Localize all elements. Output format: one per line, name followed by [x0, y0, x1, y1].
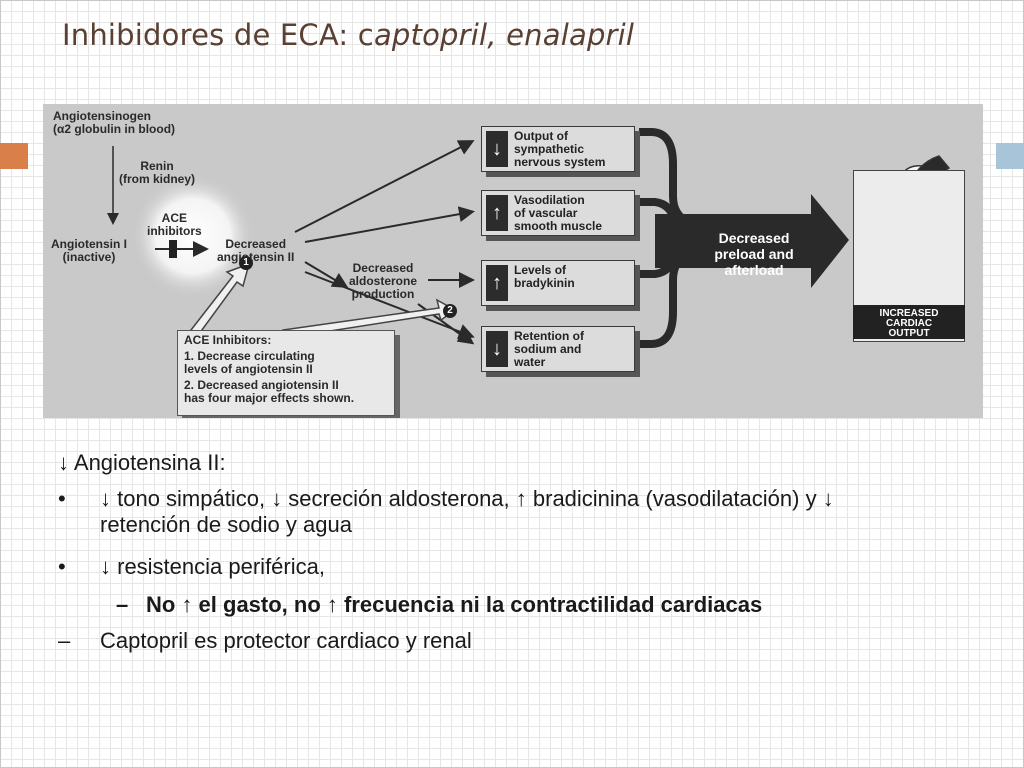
angiotensinogen-label: Angiotensinogen (α2 globulin in blood)	[53, 109, 176, 136]
dash-mark: –	[116, 592, 129, 617]
bullet-2: • ↓ resistencia periférica,	[58, 554, 325, 580]
effect-box-sympathetic: ↓ Output of sympathetic nervous system	[481, 126, 635, 172]
bullet-2-text: ↓ resistencia periférica,	[100, 554, 325, 579]
arrow-to-sympathetic	[294, 140, 475, 233]
accent-tab-left	[0, 143, 28, 169]
angiotensin-i-label: Angiotensin I (inactive)	[51, 237, 127, 264]
ace-block	[169, 240, 177, 258]
renin-label: Renin (from kidney)	[119, 159, 196, 186]
increased-cardiac-output-label: INCREASED CARDIAC OUTPUT	[853, 305, 965, 339]
arrow-to-retention	[304, 271, 475, 340]
arrow-up-icon: ↑	[486, 265, 508, 301]
ace-box-item-1: 1. Decrease circulating levels of angiot…	[184, 349, 315, 376]
effect-box-sodium-retention: ↓ Retention of sodium and water	[481, 326, 635, 372]
effect-text: Output of sympathetic nervous system	[514, 129, 606, 169]
accent-tab-right	[996, 143, 1024, 169]
effect-box-bradykinin: ↑ Levels of bradykinin	[481, 260, 635, 306]
angiotensin-ii-heading: ↓ Angiotensina II:	[58, 450, 226, 475]
big-arrow	[655, 194, 849, 288]
bullet-1: • ↓ tono simpático, ↓ secreción aldoster…	[58, 486, 858, 538]
effect-text: Vasodilation of vascular smooth muscle	[514, 193, 603, 233]
ace-inhibitors-label: ACE inhibitors	[147, 211, 202, 238]
arrow-up-icon: ↑	[486, 195, 508, 231]
badge-1: 1	[239, 256, 253, 270]
arrow-to-aldosterone	[304, 261, 349, 289]
bullet-1-text: ↓ tono simpático, ↓ secreción aldosteron…	[100, 486, 834, 537]
ace-inhibitors-box: ACE Inhibitors: 1. Decrease circulating …	[177, 330, 395, 416]
effect-text: Retention of sodium and water	[514, 329, 584, 369]
arrow-down-icon: ↓	[486, 131, 508, 167]
badge-2: 2	[443, 304, 457, 318]
slide-title: Inhibidores de ECA: captopril, enalapril	[62, 18, 634, 52]
bullet-mark: •	[58, 554, 66, 579]
effect-text: Levels of bradykinin	[514, 263, 575, 290]
sub-bullet-text: No ↑ el gasto, no ↑ frecuencia ni la con…	[146, 592, 763, 617]
ace-box-item-2: 2. Decreased angiotensin II has four maj…	[184, 378, 355, 405]
bullet-mark: •	[58, 486, 66, 511]
bullet-3: – Captopril es protector cardiaco y rena…	[58, 628, 472, 654]
ace-glow	[131, 174, 255, 298]
raas-diagram: Angiotensinogen (α2 globulin in blood) R…	[43, 104, 983, 418]
arrow-down-icon: ↓	[486, 331, 508, 367]
bullet-3-text: Captopril es protector cardiaco y renal	[100, 628, 472, 653]
title-italic: aptopril, enalapril	[373, 18, 635, 52]
dash-mark: –	[58, 628, 71, 653]
hollow-arrow-1	[189, 262, 251, 335]
decreased-aldosterone-label: Decreased aldosterone production	[349, 261, 418, 301]
sub-bullet: – No ↑ el gasto, no ↑ frecuencia ni la c…	[116, 592, 762, 618]
effect-box-vasodilation: ↑ Vasodilation of vascular smooth muscle	[481, 190, 635, 236]
title-main: Inhibidores de ECA: c	[62, 18, 374, 52]
ace-box-title: ACE Inhibitors:	[184, 333, 272, 347]
decreased-preload-label: Decreased preload and afterload	[714, 230, 794, 278]
arrow-to-vasodilation	[304, 206, 475, 243]
decreased-angiotensin-ii-label: Decreased angiotensin II	[217, 237, 295, 264]
